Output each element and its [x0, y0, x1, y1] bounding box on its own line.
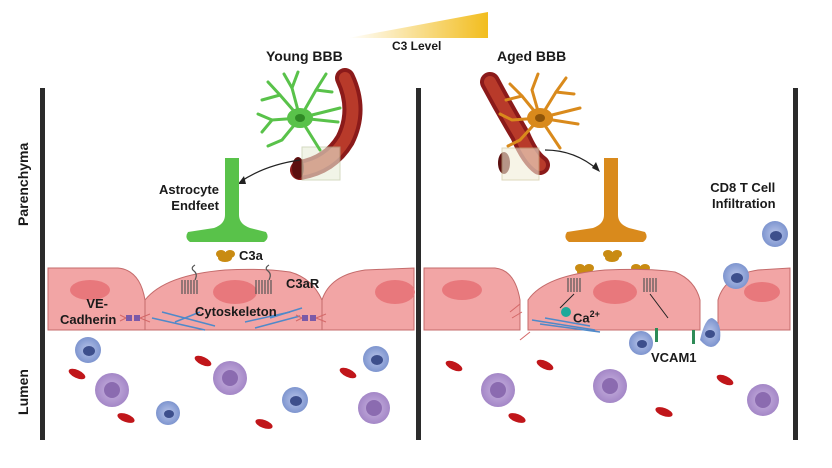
vcam1-markers: [655, 328, 695, 344]
cytoskeleton-label: Cytoskeleton: [195, 304, 277, 319]
young-lumen-cells: [68, 337, 390, 429]
aged-lumen-cells: [445, 359, 779, 423]
aged-endfoot: [565, 158, 647, 242]
vcam1-label: VCAM1: [651, 350, 697, 365]
cd8-label-line2: Infiltration: [712, 196, 776, 211]
calcium-charge: 2+: [589, 309, 600, 319]
c3ar-label: C3aR: [286, 276, 320, 291]
young-ve-cadherin-junctions: [119, 313, 327, 323]
parenchyma-side-label: Parenchyma: [15, 142, 31, 226]
calcium-ion: [561, 307, 571, 317]
calcium-label: Ca2+: [573, 306, 600, 326]
young-endothelium: [47, 267, 415, 331]
aged-infiltrating-cells: [629, 221, 788, 355]
aged-zoom-arrow: [544, 149, 599, 171]
young-bbb-title: Young BBB: [266, 48, 343, 64]
ve-label-line1: VE-: [86, 296, 108, 311]
c3a-label: C3a: [239, 248, 263, 263]
ve-label-line2: Cadherin: [60, 312, 117, 327]
aged-c3ar-receptors: [567, 278, 657, 292]
young-c3ar-receptors: [181, 264, 272, 294]
c3-level-label: C3 Level: [392, 39, 442, 53]
left-border-bar: [40, 88, 45, 440]
ve-cadherin-label: VE- Cadherin: [50, 296, 116, 328]
aged-cytoskeleton: [531, 317, 601, 333]
cd8-label-line1: CD8 T Cell: [710, 180, 776, 195]
calcium-label-text: Ca: [573, 310, 590, 326]
aged-bbb-title: Aged BBB: [497, 48, 567, 64]
center-divider-bar: [416, 88, 421, 440]
cd8-infiltration-label: CD8 T Cell Infiltration: [710, 180, 776, 212]
astrocyte-label-line2: Endfeet: [171, 198, 219, 213]
lumen-side-label: Lumen: [15, 369, 31, 415]
young-cytoskeleton: [151, 307, 303, 331]
right-border-bar: [793, 88, 798, 440]
young-c3a-molecule: [216, 250, 235, 262]
c3-level-gradient: [348, 12, 488, 38]
aged-broken-junctions: [509, 303, 531, 341]
aged-signaling-arrows: [559, 293, 669, 319]
young-blood-vessel: [290, 68, 363, 181]
astrocyte-endfeet-label: Astrocyte Endfeet: [156, 182, 219, 214]
young-endfoot: [186, 158, 268, 242]
astrocyte-label-line1: Astrocyte: [159, 182, 219, 197]
aged-blood-vessel: [480, 72, 550, 181]
